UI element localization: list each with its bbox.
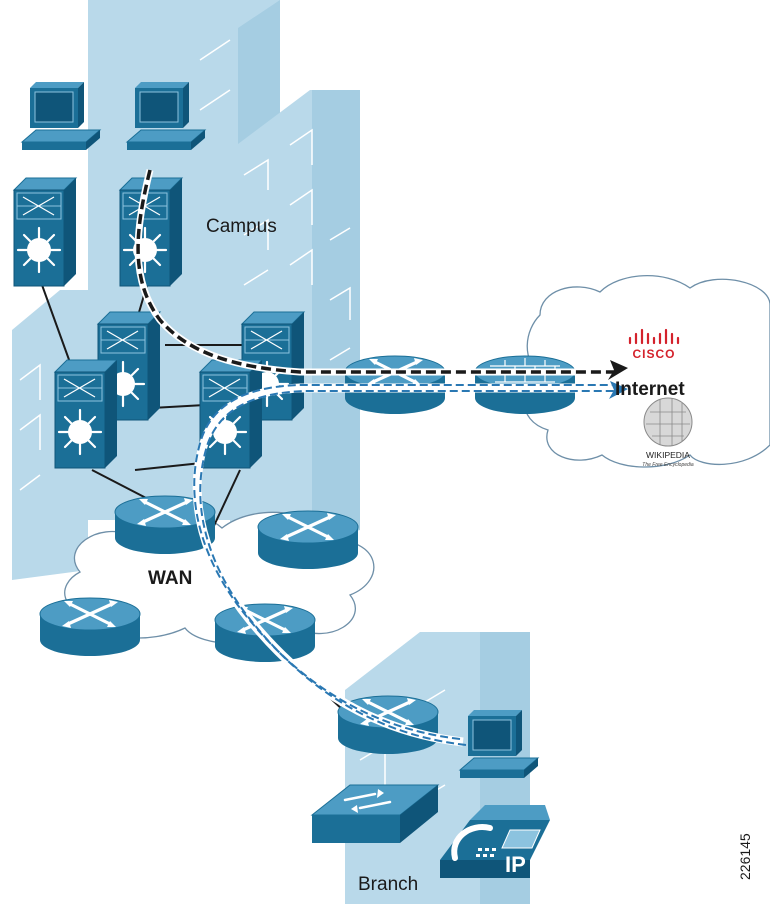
figure-id: 226145 [737, 833, 753, 880]
wan-router-top-right[interactable] [258, 511, 358, 569]
core-switch-left[interactable] [55, 360, 117, 468]
label-campus: Campus [206, 216, 277, 237]
access-switch-right[interactable] [120, 178, 182, 286]
label-wan: WAN [148, 568, 192, 589]
wikipedia-subtitle: The Free Encyclopedia [642, 462, 694, 468]
ip-phone-label: IP [505, 852, 526, 877]
wan-router-bottom-left[interactable] [40, 598, 140, 656]
core-switch-right[interactable] [200, 360, 262, 468]
label-branch: Branch [358, 874, 418, 895]
wikipedia-logo: WIKIPEDIA The Free Encyclopedia [642, 398, 694, 468]
access-switch-left[interactable] [14, 178, 76, 286]
cisco-logo-text: CISCO [632, 347, 675, 361]
label-internet: Internet [615, 379, 685, 400]
wikipedia-text: WIKIPEDIA [646, 450, 690, 460]
